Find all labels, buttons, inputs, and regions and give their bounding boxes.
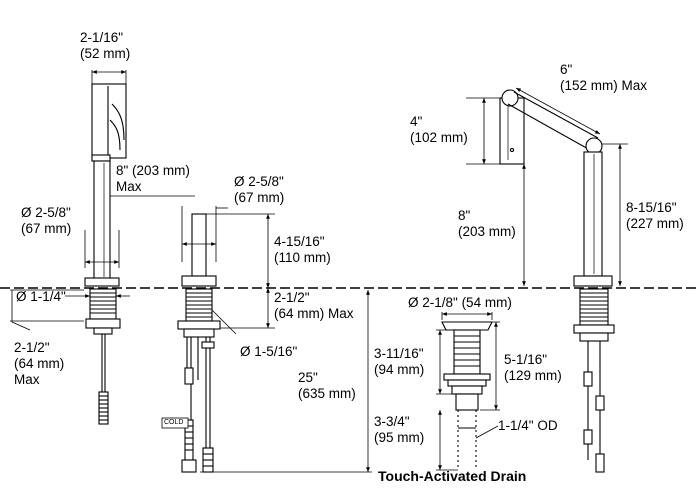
sprayer-side-view — [177, 213, 221, 473]
label-tailpiece-od: 1-1/4" OD — [498, 418, 558, 433]
label-reach: 6"(152 mm) Max — [560, 62, 648, 93]
label-drain-total: 5-1/16"(129 mm) — [504, 352, 562, 383]
label-spout-total-height: 8-15/16"(227 mm) — [626, 200, 684, 231]
label-head-length: 4"(102 mm) — [410, 114, 468, 145]
sprayer-dimension-lines — [181, 206, 372, 473]
label-sprayer-diameter: Ø 2-5/8"(67 mm) — [234, 174, 285, 205]
label-spout-height: 8" (203 mm)Max — [116, 163, 190, 194]
drain-title: Touch-Activated Drain — [378, 468, 527, 484]
label-sprayer-shank-length: 2-1/2"(64 mm) Max — [274, 290, 354, 321]
label-cold-tag: COLD — [164, 419, 184, 426]
drain-side-view — [441, 321, 493, 470]
articulated-faucet-view — [499, 89, 615, 473]
label-spout-width: 2-1/16"(52 mm) — [80, 30, 131, 61]
label-drain-diameter: Ø 2-1/8" (54 mm) — [408, 295, 512, 310]
label-sprayer-height: 4-15/16"(110 mm) — [274, 234, 331, 265]
label-sprayer-shank-diameter: Ø 1-5/16" — [240, 344, 298, 359]
label-head-clearance: 8"(203 mm) — [458, 208, 516, 239]
label-drain-body: 3-11/16"(94 mm) — [374, 346, 425, 377]
faucet-dimension-lines — [10, 70, 195, 331]
label-tailpiece: 3-3/4"(95 mm) — [374, 414, 425, 445]
label-shank-length: 2-1/2"(64 mm)Max — [14, 340, 65, 387]
cold-tag-box — [161, 417, 189, 429]
faucet-side-view — [84, 83, 127, 425]
label-supply-length: 25"(635 mm) — [298, 370, 356, 401]
label-faucet-base-diameter: Ø 2-5/8"(67 mm) — [21, 205, 72, 236]
drain-dimension-lines — [436, 312, 500, 471]
articulated-dimension-lines — [466, 87, 628, 286]
label-shank-diameter: Ø 1-1/4" — [16, 289, 66, 304]
